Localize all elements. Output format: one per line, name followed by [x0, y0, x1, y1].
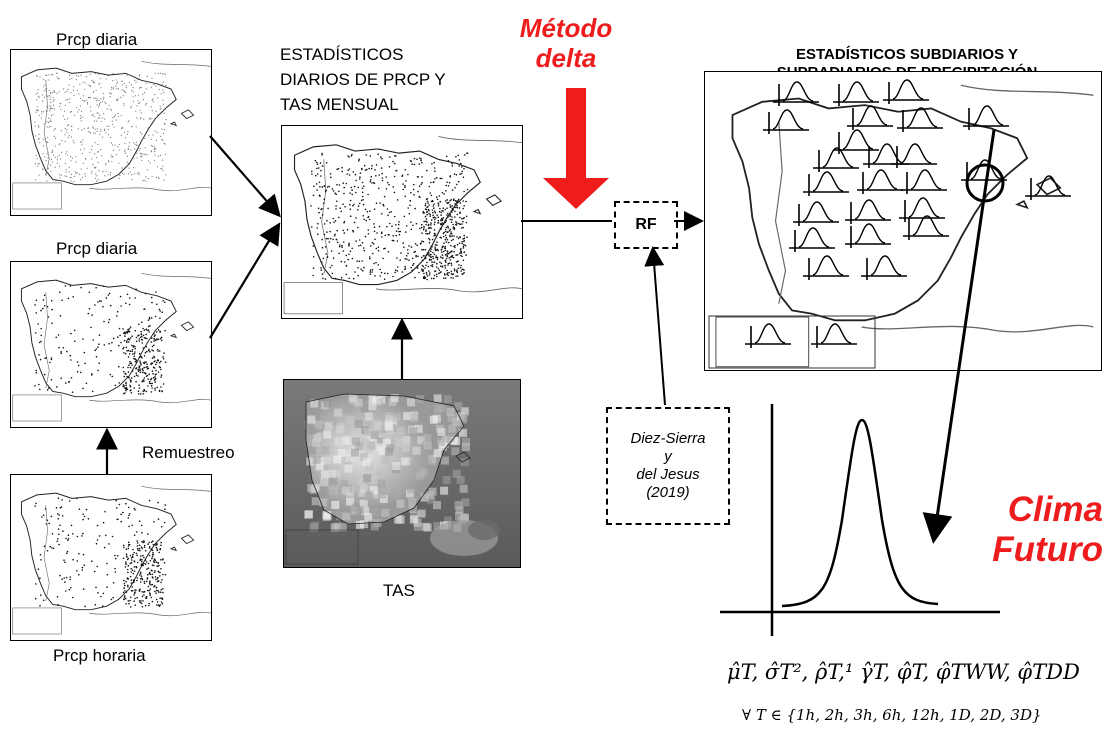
future-climate-line1: Clima: [1007, 490, 1103, 529]
daily-stats-title-line2: DIARIOS DE PRCP Y: [280, 70, 446, 89]
subdaily-stats-title-line1: ESTADÍSTICOS SUBDIARIOS Y: [796, 46, 1018, 63]
prcp-hourly-map: [10, 474, 212, 641]
future-climate-line2: Futuro: [992, 530, 1103, 569]
station-dots: [34, 72, 167, 183]
station-dots: [34, 497, 167, 608]
daily-stats-title: ESTADÍSTICOS DIARIOS DE PRCP Y TAS MENSU…: [280, 42, 446, 117]
reference-line1: Diez-Sierra: [630, 430, 706, 447]
reference-line3: del Jesus: [636, 466, 700, 483]
delta-method-title: Método delta: [506, 13, 626, 73]
tas-map: [283, 379, 521, 568]
delta-method-line2: delta: [535, 43, 597, 73]
prcp-daily-label-2: Prcp diaria: [56, 239, 138, 258]
periods-formula: ∀ T ∈ {1h, 2h, 3h, 6h, 12h, 1D, 2D, 3D}: [742, 706, 1042, 724]
reference-line2: y: [664, 448, 672, 465]
daily-stats-map: [281, 125, 523, 319]
prcp-daily-map-2: [10, 261, 212, 428]
prcp-hourly-label: Prcp horaria: [53, 646, 146, 665]
tas-grid-cells: [304, 394, 471, 532]
iberia-map-graphic: [12, 485, 211, 635]
station-dots: [34, 285, 167, 395]
rf-label: RF: [635, 216, 657, 233]
future-climate-title: Clima Futuro: [963, 490, 1103, 570]
mini-distribution-icons: [745, 79, 1071, 348]
station-dots: [310, 152, 469, 281]
rf-model-box: RF: [614, 201, 678, 249]
reference-line4: (2019): [646, 484, 690, 501]
subdaily-stats-map: [704, 71, 1102, 371]
iberia-distributions-graphic: [708, 79, 1095, 369]
tas-label: TAS: [383, 581, 415, 600]
daily-stats-title-line1: ESTADÍSTICOS: [280, 45, 404, 64]
daily-stats-title-line3: TAS MENSUAL: [280, 95, 399, 114]
prcp-daily-map-1: [10, 49, 212, 216]
delta-arrow-icon: [543, 88, 609, 209]
delta-method-line1: Método: [519, 13, 613, 43]
iberia-map-graphic: [12, 272, 211, 422]
resampling-label: Remuestreo: [142, 443, 235, 462]
iberia-map-graphic: [12, 60, 211, 210]
iberia-map-graphic: [283, 135, 522, 315]
statistics-formula: μ̂T, σ̂T², ρ̂T,¹ γ̂T, φ̂T, φ̂TWW, φ̂TDD: [727, 660, 1080, 684]
reference-box: Diez-Sierra y del Jesus (2019): [606, 407, 730, 525]
prcp-daily-label-1: Prcp diaria: [56, 30, 138, 49]
tas-raster-graphic: [284, 380, 520, 567]
